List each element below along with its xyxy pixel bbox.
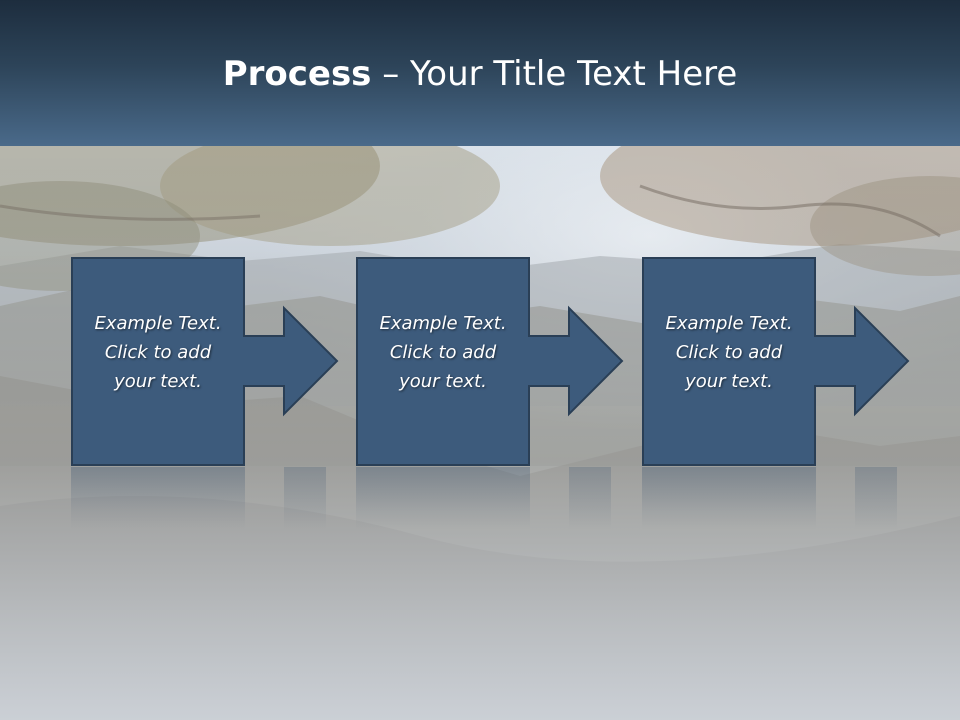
step-1-box-arrow-shape <box>71 257 339 466</box>
step-1-line2: Click to add <box>104 342 212 363</box>
step-3-text[interactable]: Example Text. Click to add your text. <box>642 309 816 396</box>
step-2-arrow-reflection <box>569 467 611 529</box>
slide-title[interactable]: Process – Your Title Text Here <box>0 52 960 96</box>
step-3-line1: Example Text. <box>665 313 793 334</box>
step-3-line3: your text. <box>685 371 773 392</box>
step-2-box-arrow-shape <box>356 257 624 466</box>
process-step-2[interactable]: Example Text. Click to add your text. <box>356 257 624 466</box>
step-3-reflection <box>642 467 816 529</box>
step-1-text[interactable]: Example Text. Click to add your text. <box>71 309 245 396</box>
step-3-box-arrow-shape <box>642 257 910 466</box>
step-3-arrow-reflection <box>855 467 897 529</box>
process-step-1[interactable]: Example Text. Click to add your text. <box>71 257 339 466</box>
title-bold: Process <box>222 54 372 94</box>
step-1-line1: Example Text. <box>94 313 222 334</box>
step-1-line3: your text. <box>114 371 202 392</box>
step-2-line3: your text. <box>399 371 487 392</box>
process-step-3[interactable]: Example Text. Click to add your text. <box>642 257 910 466</box>
step-3-line2: Click to add <box>675 342 783 363</box>
title-band: Process – Your Title Text Here <box>0 0 960 146</box>
step-1-reflection <box>71 467 245 529</box>
title-rest: – Your Title Text Here <box>371 54 738 94</box>
step-1-arrow-reflection <box>284 467 326 529</box>
step-2-line2: Click to add <box>389 342 497 363</box>
step-2-text[interactable]: Example Text. Click to add your text. <box>356 309 530 396</box>
step-2-reflection <box>356 467 530 529</box>
step-2-line1: Example Text. <box>379 313 507 334</box>
